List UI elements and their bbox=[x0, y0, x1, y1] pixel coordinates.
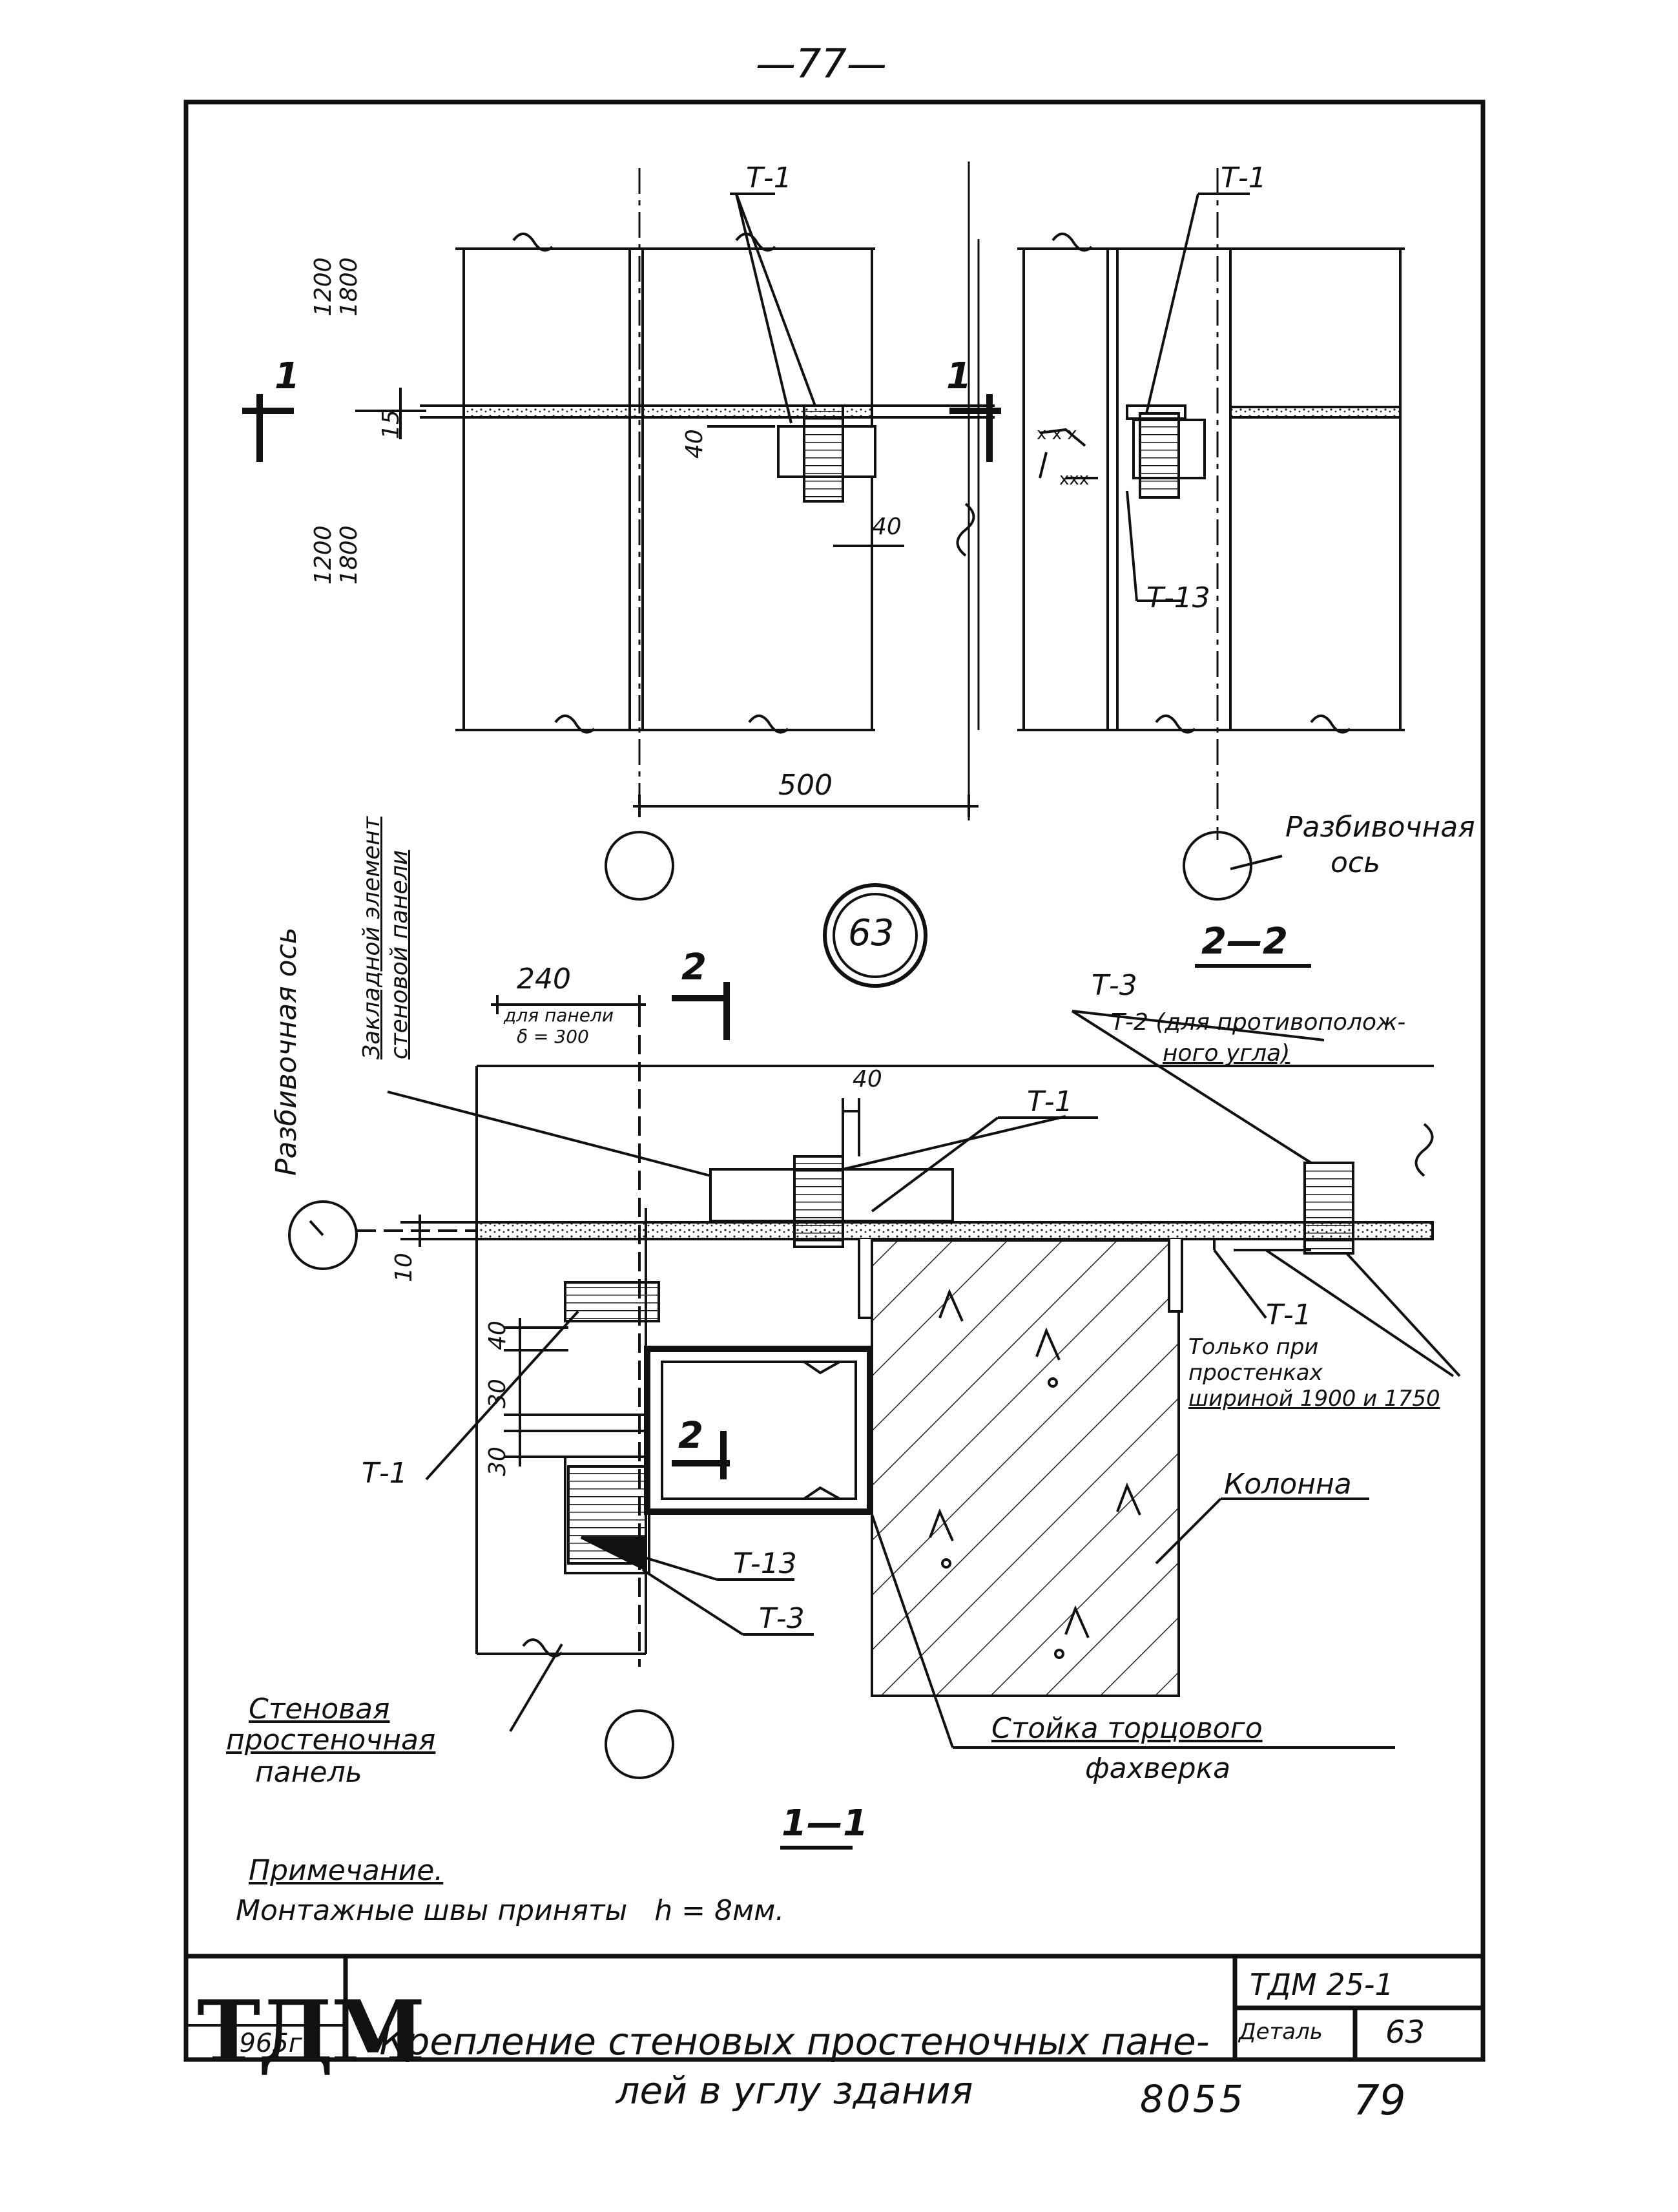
axis-note-line2: ось bbox=[1331, 846, 1381, 879]
title-block-detail-number: 63 bbox=[1385, 2014, 1425, 2050]
label-t3-top: Т-3 bbox=[1092, 969, 1137, 1002]
title-block-title: Крепление стеновых простеночных пане- ле… bbox=[379, 2019, 1210, 2113]
section-view bbox=[288, 964, 1461, 1850]
label-t13-plan: Т-13 bbox=[1146, 581, 1210, 614]
section-mark-1-left: 1 bbox=[274, 355, 300, 397]
title-block-year: 1965г bbox=[223, 2029, 302, 2058]
label-t1-left: Т-1 bbox=[362, 1457, 408, 1490]
axis-note-line1: Разбивочная bbox=[1285, 811, 1475, 844]
label-t3-section: Т-3 bbox=[759, 1602, 805, 1635]
detail-badge-number: 63 bbox=[848, 912, 895, 954]
label-t13-section: Т-13 bbox=[733, 1547, 797, 1580]
label-t1-plan-left: Т-1 bbox=[746, 162, 792, 194]
dim-15: 15 bbox=[378, 410, 404, 439]
concrete-marks bbox=[929, 1288, 1141, 1659]
title-block-code: ТДМ 25-1 bbox=[1250, 1967, 1394, 2002]
svg-text:xxx: xxx bbox=[1059, 470, 1089, 489]
section-title-2-2: 2—2 bbox=[1201, 921, 1288, 963]
label-t1-plan-right: Т-1 bbox=[1221, 162, 1267, 194]
label-wall-panel-1: Стеновая bbox=[249, 1693, 390, 1726]
tdm-logo: ТДМ bbox=[197, 1982, 426, 2082]
dim-240: 240 bbox=[517, 963, 571, 996]
title-block-detail-label: Деталь bbox=[1239, 2019, 1323, 2045]
label-panel-note-2: δ = 300 bbox=[517, 1026, 589, 1047]
label-t2-note-2: ного угла) bbox=[1163, 1040, 1290, 1067]
label-post-1: Стойка торцового bbox=[991, 1712, 1263, 1745]
sheet-number: 79 bbox=[1353, 2077, 1406, 2125]
dim-40-horizontal: 40 bbox=[872, 514, 902, 540]
dim-30-b: 30 bbox=[484, 1446, 511, 1476]
dim-40-left: 40 bbox=[484, 1320, 511, 1350]
label-post-2: фахверка bbox=[1085, 1752, 1231, 1785]
label-axis-vertical: Разбивочная ось bbox=[270, 927, 303, 1176]
section-title-1-1: 1—1 bbox=[782, 1802, 868, 1844]
label-t1-top: Т-1 bbox=[1027, 1085, 1073, 1118]
label-wall-panel-2: простеночная bbox=[226, 1724, 436, 1757]
dim-1800-top: 1800 bbox=[336, 257, 362, 317]
dim-30-a: 30 bbox=[484, 1379, 511, 1408]
label-t1-note-2: простенках bbox=[1188, 1360, 1323, 1386]
dim-1800-bottom: 1800 bbox=[336, 525, 362, 585]
label-embedded-element-2: стеновой панели bbox=[386, 850, 413, 1059]
label-wall-panel-3: панель bbox=[255, 1756, 362, 1789]
label-column: Колонна bbox=[1224, 1468, 1352, 1501]
label-t2-note-1: Т-2 (для противополож- bbox=[1111, 1009, 1406, 1036]
section-mark-1-right: 1 bbox=[946, 355, 971, 397]
sheet-frame bbox=[183, 99, 1486, 2062]
dim-500: 500 bbox=[778, 769, 833, 802]
dim-1200-top: 1200 bbox=[310, 257, 337, 317]
plan-view: x x x xxx bbox=[242, 162, 1405, 901]
page-number: —77— bbox=[756, 40, 887, 87]
svg-text:x x x: x x x bbox=[1037, 424, 1077, 444]
label-panel-note-1: для панели bbox=[504, 1005, 614, 1026]
label-t1-note-3: шириной 1900 и 1750 bbox=[1188, 1386, 1440, 1412]
section-mark-2-mid: 2 bbox=[678, 1415, 703, 1457]
detail-badge-ring bbox=[823, 883, 927, 988]
label-t1-note-1: Только при bbox=[1188, 1334, 1319, 1360]
label-embedded-element-1: Закладной элемент bbox=[358, 817, 385, 1059]
section-mark-2-top: 2 bbox=[681, 946, 707, 988]
note-text: Монтажные швы приняты h = 8мм. bbox=[236, 1894, 785, 1927]
label-t1-note-title: Т-1 bbox=[1266, 1299, 1312, 1331]
dim-1200-bottom: 1200 bbox=[310, 525, 337, 585]
note-heading: Примечание. bbox=[249, 1854, 444, 1887]
archive-number: 8055 bbox=[1140, 2077, 1246, 2121]
dim-40-vertical: 40 bbox=[681, 429, 708, 459]
dim-10: 10 bbox=[391, 1253, 417, 1282]
dim-40-top: 40 bbox=[853, 1066, 882, 1092]
